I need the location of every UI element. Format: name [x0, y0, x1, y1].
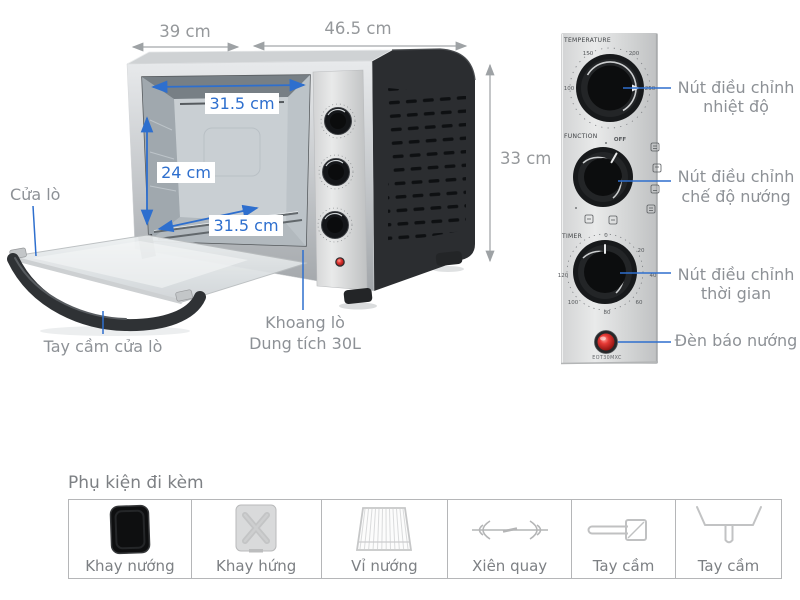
oven-diagram-canvas: 39 cm 46.5 cm 33 cm 31.5 cm 24 cm 31.5 c… — [7, 19, 797, 365]
pointer-line-door — [32, 205, 37, 257]
label-function-line1: Nút điều chỉnh — [678, 167, 795, 186]
dimension-height-label: 33 cm — [500, 149, 551, 168]
timer-mark-100: 100 — [568, 300, 579, 306]
front-foot-shadow — [339, 302, 377, 310]
dimension-depth-label: 39 cm — [159, 22, 210, 41]
inner-width-arrow — [151, 78, 306, 94]
inner-height-label-bg — [157, 162, 215, 183]
rack-handle-icon — [572, 501, 675, 559]
accessory-label: Tay cầm — [697, 557, 760, 575]
label-function-line2: chế độ nướng — [681, 187, 790, 206]
panel-temperature-label: TEMPERATURE — [563, 37, 611, 44]
oven-illustration — [7, 48, 476, 336]
oven-rear-foot — [435, 251, 463, 266]
baking-tray-icon — [69, 501, 191, 559]
inner-depth-arrow — [157, 204, 259, 233]
timer-mark-60: 60 — [636, 300, 643, 306]
inner-dimensions: 31.5 cm 24 cm 31.5 cm — [140, 78, 306, 236]
inner-width-label-bg — [205, 93, 279, 114]
oven-front-foot — [343, 287, 373, 305]
accessories-table: Khay nướng Khay hứng — [68, 499, 782, 579]
rotisserie-skewer-icon — [448, 501, 571, 559]
oven-front-control-strip — [312, 69, 368, 291]
oven-front-indicator-light — [335, 257, 345, 267]
label-temperature-line2: nhiệt độ — [703, 97, 769, 116]
control-panel-closeup: TEMPERATURE 150 200 100 250 FUNCTION OFF — [558, 33, 662, 365]
indicator-light: EOT30MXC — [592, 330, 622, 361]
door-bracket-right — [175, 289, 193, 302]
oven-door-handle — [7, 253, 206, 332]
label-cavity-line1: Khoang lò — [265, 313, 345, 332]
label-door-handle: Tay cầm cửa lò — [43, 337, 163, 356]
accessory-label: Xiên quay — [472, 557, 548, 575]
panel-model-label: EOT30MXC — [592, 355, 622, 361]
accessory-label: Vỉ nướng — [351, 557, 418, 575]
accessory-cell-baking-tray: Khay nướng — [69, 500, 191, 578]
grill-rack-icon — [322, 501, 448, 559]
control-callouts: Nút điều chỉnh nhiệt độ Nút điều chỉnh c… — [618, 78, 797, 350]
oven-front-knobs — [317, 103, 356, 267]
label-cavity-line2: Dung tích 30L — [249, 334, 361, 353]
dimension-width-label: 46.5 cm — [324, 19, 391, 38]
oven-vents — [388, 88, 466, 244]
temp-mark-200: 200 — [629, 51, 640, 57]
oven-door — [7, 234, 308, 305]
inner-width-label: 31.5 cm — [209, 94, 274, 113]
timer-mark-80: 80 — [604, 310, 611, 316]
temp-mark-100: 100 — [564, 86, 575, 92]
crumb-tray-icon — [192, 501, 321, 559]
inner-depth-label-bg — [209, 215, 283, 236]
label-light: Đèn báo nướng — [675, 331, 798, 350]
accessory-label: Tay cầm — [592, 557, 655, 575]
accessory-cell-tray-handle: Tay cầm — [675, 500, 781, 578]
function-knob: FUNCTION OFF — [564, 133, 662, 225]
inner-height-label: 24 cm — [161, 163, 211, 182]
inner-depth-label: 31.5 cm — [213, 216, 278, 235]
timer-mark-40: 40 — [650, 273, 657, 279]
tray-handle-icon — [676, 501, 781, 559]
label-timer-line1: Nút điều chỉnh — [678, 265, 795, 284]
accessories-heading: Phụ kiện đi kèm — [68, 473, 204, 493]
temp-mark-250: 250 — [645, 86, 656, 92]
panel-function-label: FUNCTION — [564, 133, 598, 140]
panel-timer-label: TIMER — [561, 233, 582, 240]
label-timer-line2: thời gian — [701, 284, 771, 303]
accessory-cell-crumb-tray: Khay hứng — [190, 500, 321, 578]
accessory-cell-rack-handle: Tay cầm — [571, 500, 675, 578]
timer-mark-120: 120 — [558, 273, 569, 279]
temp-mark-150: 150 — [583, 51, 594, 57]
rear-foot-shadow — [432, 266, 464, 272]
timer-knob: TIMER 0 20 40 60 80 100 120 — [558, 233, 657, 316]
accessory-label: Khay nướng — [85, 557, 175, 575]
function-knob-pointer — [610, 152, 618, 164]
timer-mark-20: 20 — [638, 248, 645, 254]
accessory-cell-rotisserie: Xiên quay — [447, 500, 571, 578]
accessory-label: Khay hứng — [216, 557, 297, 575]
outer-dimensions: 39 cm 46.5 cm 33 cm — [131, 19, 551, 263]
function-off-label: OFF — [614, 137, 626, 143]
label-door: Cửa lò — [10, 185, 60, 204]
label-temperature-line1: Nút điều chỉnh — [678, 78, 795, 97]
accessory-cell-grill-rack: Vỉ nướng — [320, 500, 448, 578]
function-mode-icons — [584, 142, 662, 225]
timer-mark-0: 0 — [604, 233, 608, 239]
part-callouts: Cửa lò Tay cầm cửa lò Khoang lò Dung tíc… — [10, 185, 361, 356]
